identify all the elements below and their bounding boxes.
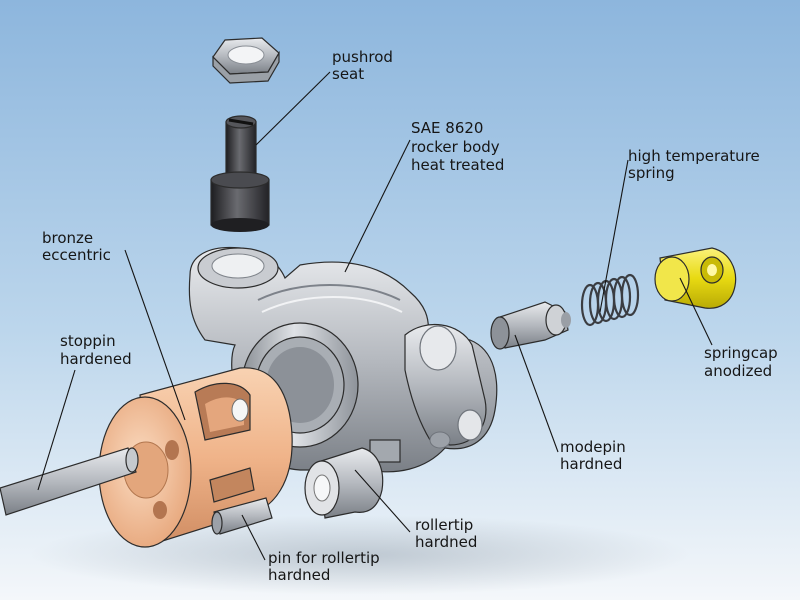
spring-line-1: high temperature bbox=[628, 147, 760, 165]
stoppin-line-2: hardened bbox=[60, 350, 132, 368]
spring-line-2: spring bbox=[628, 164, 675, 182]
springcap-line-1: springcap bbox=[704, 344, 778, 362]
pushrod-seat-label: pushrod seat bbox=[332, 48, 398, 83]
rollertip-pin-line-1: pin for rollertip bbox=[268, 549, 380, 567]
pushrod-seat-line-2: seat bbox=[332, 65, 364, 83]
rollertip bbox=[304, 447, 384, 519]
modepin-label: modepin hardned bbox=[560, 438, 631, 473]
stoppin-rod bbox=[0, 447, 139, 516]
springcap-line-2: anodized bbox=[704, 362, 772, 380]
modepin-line-1: modepin bbox=[560, 438, 626, 456]
rollertip-line-1: rollertip bbox=[415, 516, 473, 534]
rollertip-pin-label: pin for rollertip hardned bbox=[268, 549, 384, 584]
hex-nut bbox=[212, 37, 280, 84]
eccentric-line-1: bronze bbox=[42, 229, 93, 247]
rocker-body-line-3: heat treated bbox=[411, 156, 504, 174]
rocker-body-line-2: rocker body bbox=[411, 138, 500, 156]
rollertip-label: rollertip hardned bbox=[415, 516, 478, 551]
modepin-line-2: hardned bbox=[560, 455, 622, 473]
stoppin-line-1: stoppin bbox=[60, 332, 116, 350]
rollertip-pin-line-2: hardned bbox=[268, 566, 330, 584]
springcap bbox=[654, 247, 737, 309]
rocker-body-line-1: SAE 8620 bbox=[411, 119, 483, 137]
eccentric-label: bronze eccentric bbox=[42, 229, 111, 264]
eccentric-line-2: eccentric bbox=[42, 246, 111, 264]
stoppin-label: stoppin hardened bbox=[60, 332, 132, 368]
springcap-label: springcap anodized bbox=[704, 344, 782, 380]
rocker-body-label: SAE 8620 rocker body heat treated bbox=[411, 119, 504, 174]
spring-label: high temperature spring bbox=[628, 147, 765, 182]
pushrod-seat-screw bbox=[210, 115, 270, 232]
pushrod-seat-line-1: pushrod bbox=[332, 48, 393, 66]
rollertip-line-2: hardned bbox=[415, 533, 477, 551]
ground-shadow bbox=[30, 515, 690, 595]
modepin bbox=[490, 301, 571, 350]
leader-lines bbox=[37, 71, 713, 561]
